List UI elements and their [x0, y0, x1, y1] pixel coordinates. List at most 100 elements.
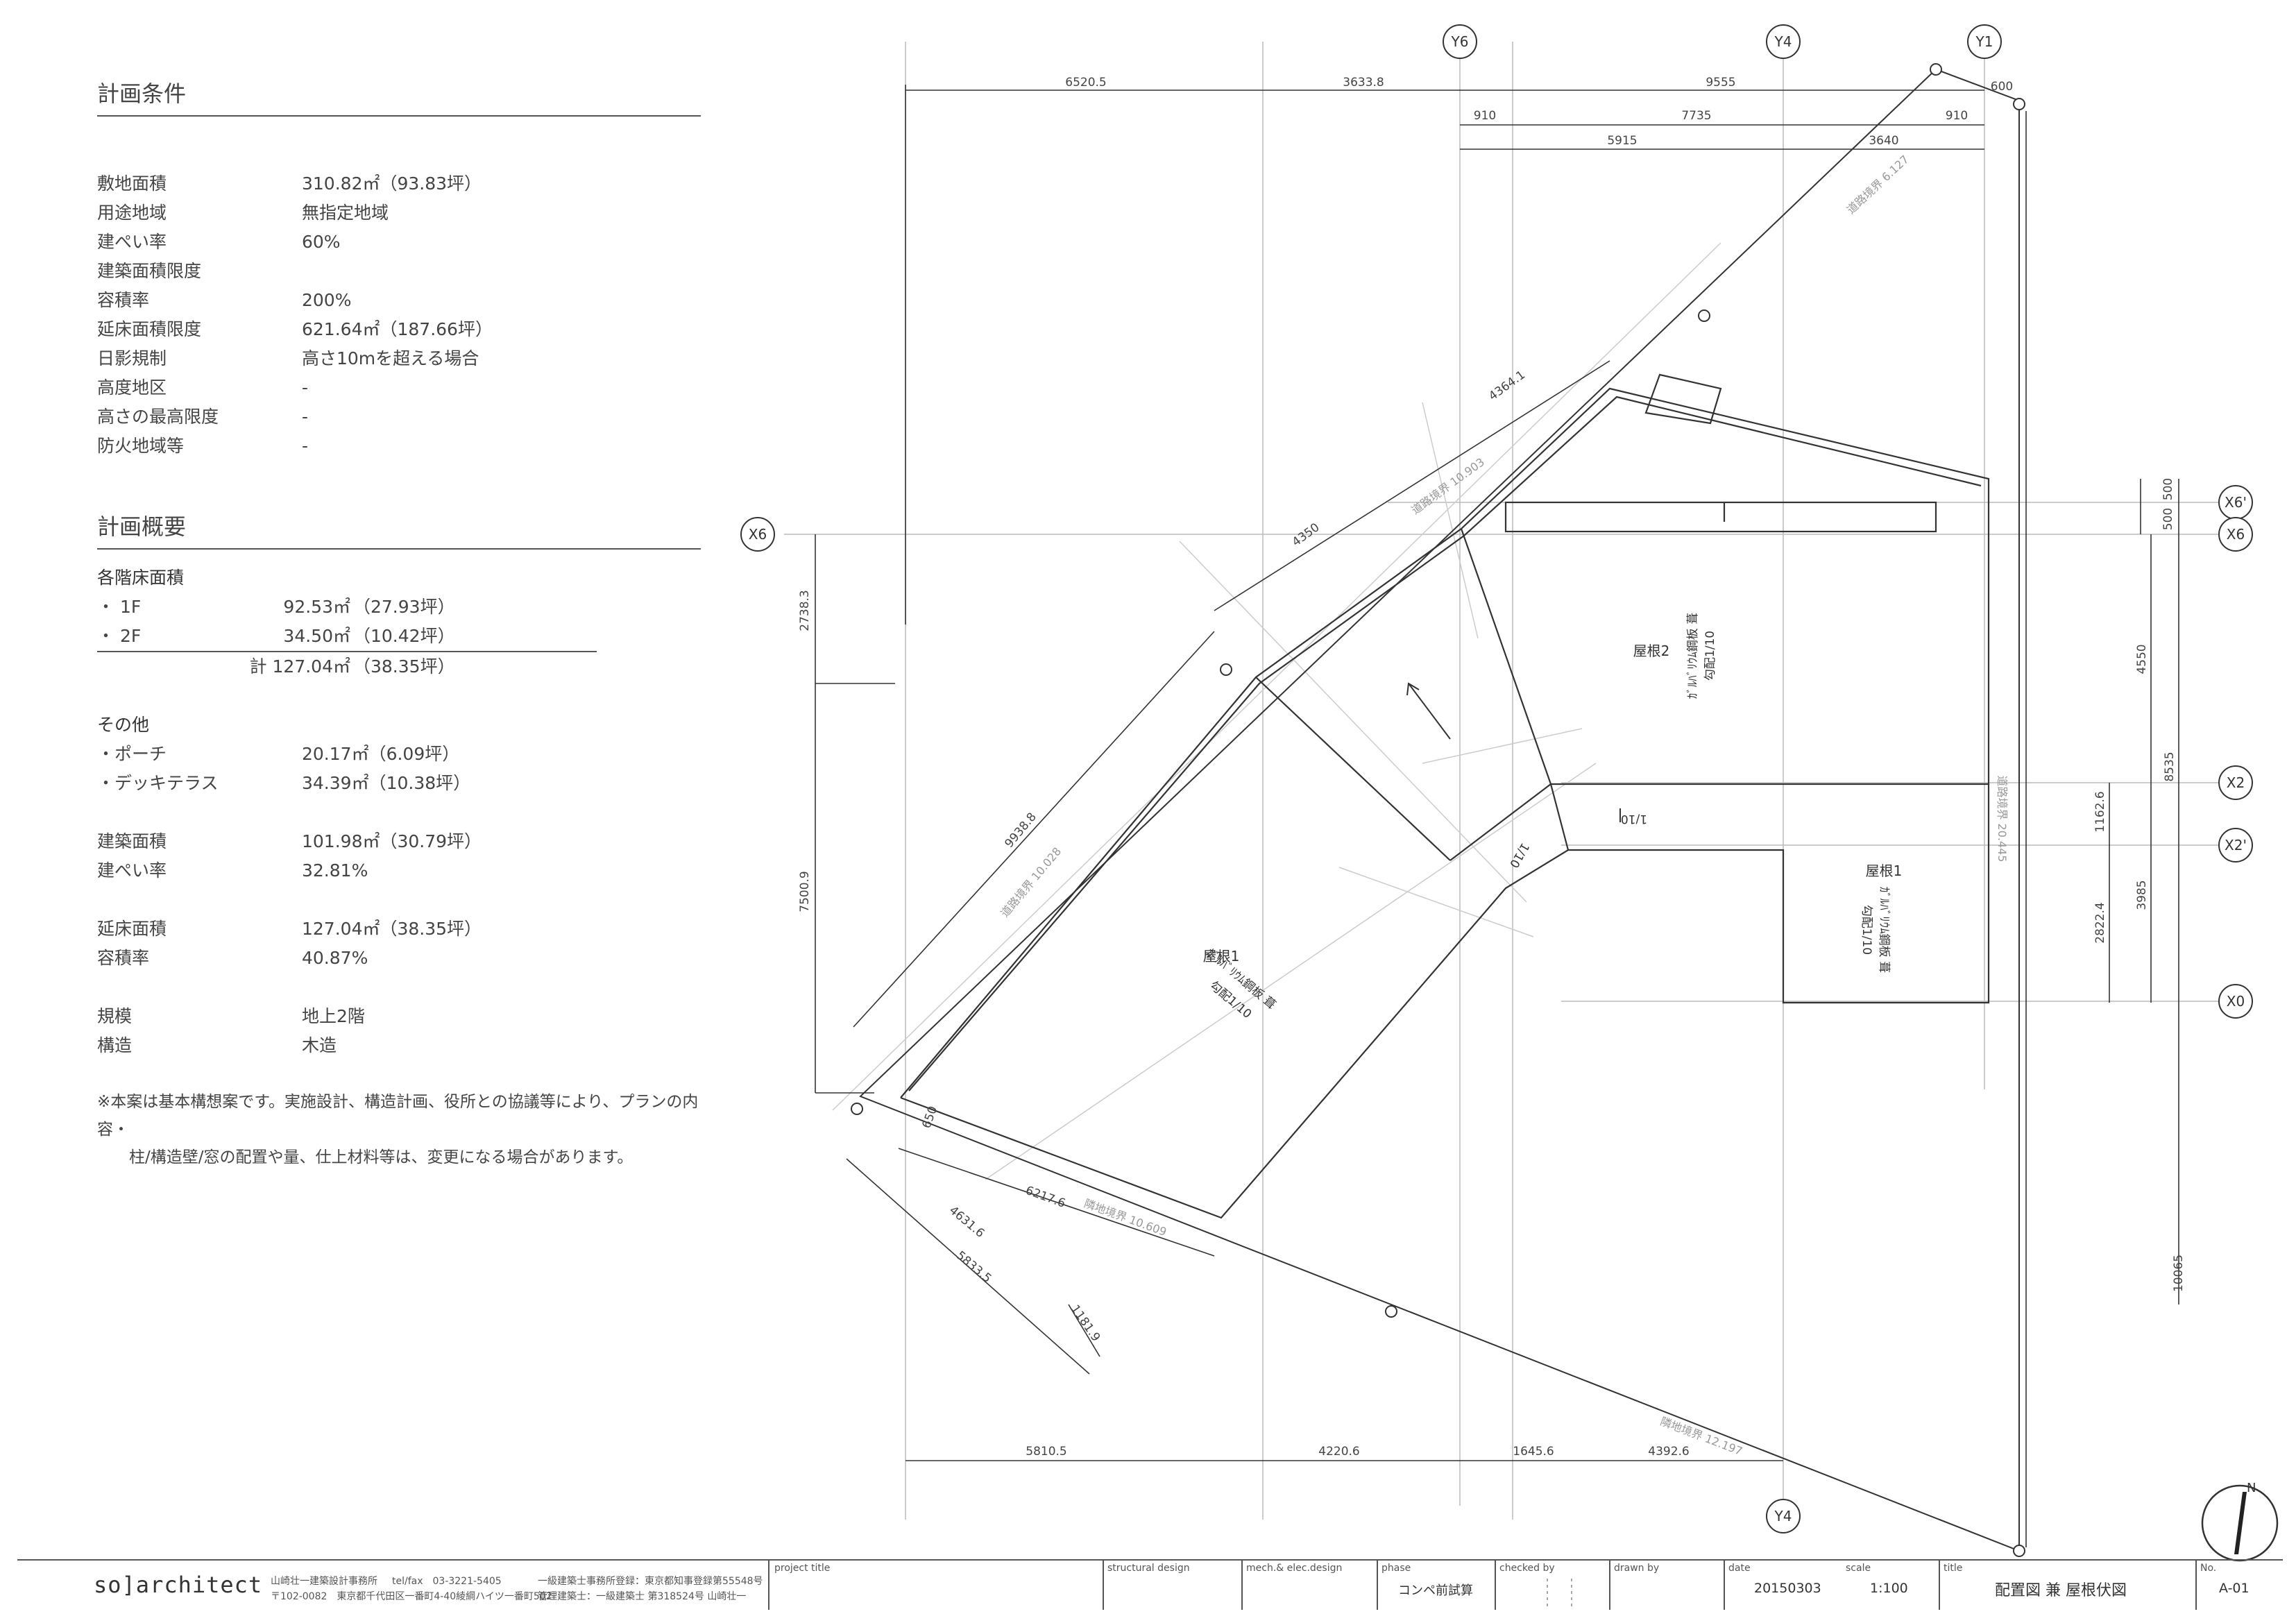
dim-6217: 6217.6: [1023, 1184, 1067, 1211]
structural-label: structural design: [1107, 1563, 1190, 1574]
roof1b-slope: 勾配1/10: [1860, 905, 1873, 955]
adjacent-boundary-10609: 隣地境界 10.609: [1082, 1197, 1168, 1239]
dimension-lines: [815, 85, 2179, 1547]
dim-3640: 3640: [1869, 134, 1898, 148]
dim-600: 600: [1991, 80, 2013, 94]
grid-bubbles: [740, 24, 2253, 1533]
office-address: 〒102-0082 東京都千代田区一番町4-40綾綱ハイツ一番町502: [271, 1591, 552, 1602]
grid-y4-top: Y4: [1774, 33, 1792, 50]
roof1b-name: 屋根1: [1866, 863, 1903, 879]
grid-x6p: X6': [2225, 494, 2247, 511]
north-label: N: [2247, 1481, 2256, 1495]
office-name: 山崎壮一建築設計事務所: [271, 1576, 377, 1587]
checked-label: checked by: [1499, 1563, 1555, 1574]
dim-1162: 1162.6: [2093, 791, 2107, 832]
roof1b-spec: ｶﾞﾙﾊﾞﾘｳﾑ鋼板 葺: [1877, 887, 1891, 973]
floor-1f-row: ・ 1F 92.53㎡ （27.93坪）: [97, 597, 455, 617]
roof-outline: [900, 373, 1990, 1219]
condition-row: 高度地区-: [97, 377, 309, 398]
phase-value: コンペ前試算: [1398, 1583, 1473, 1598]
dim-9938: 9938.8: [1002, 810, 1039, 851]
dim-500-a: 500: [2161, 478, 2175, 500]
title-label: title: [1944, 1563, 1963, 1574]
condition-row: 日影規制高さ10mを超える場合: [97, 348, 479, 368]
dim-1645: 1645.6: [1513, 1445, 1554, 1459]
dim-6520: 6520.5: [1065, 76, 1106, 90]
condition-row: 防火地域等-: [97, 436, 309, 456]
structure-row: 構造木造: [97, 1035, 337, 1055]
north-arrow-icon: N: [2201, 1481, 2279, 1562]
dim-5833: 5833.5: [953, 1248, 994, 1286]
summary-title: 計画概要: [97, 509, 701, 550]
grid-x2: X2: [2227, 774, 2245, 791]
logo: so]architect: [94, 1572, 263, 1598]
dim-500-b: 500: [2161, 508, 2175, 530]
slope-arrows: [1406, 682, 1621, 822]
floor-total-row: 計 127.04㎡ （38.35坪）: [249, 656, 455, 677]
dim-5915: 5915: [1607, 134, 1637, 148]
boundary-texts: 道路境界 6.127 道路境界 10.903 道路境界 10.028 隣地境界 …: [998, 153, 2009, 1458]
phase-label: phase: [1381, 1563, 1411, 1574]
dim-4392: 4392.6: [1648, 1445, 1689, 1459]
title-block-frame: [17, 1559, 2283, 1610]
roof1a-name: 屋根1: [1203, 948, 1240, 965]
dimension-texts: 6520.5 3633.8 9555 910 7735 910 5915 364…: [798, 76, 2186, 1459]
road-boundary-10028: 道路境界 10.028: [998, 844, 1064, 919]
dim-1181: 1181.9: [1068, 1302, 1103, 1344]
slope-label-b: 1/10: [1506, 840, 1531, 870]
scale-value: 1:100: [1870, 1581, 1908, 1596]
site-boundary: [859, 69, 2020, 1552]
dim-5810: 5810.5: [1026, 1445, 1066, 1459]
dim-910-right: 910: [1946, 109, 1968, 123]
dim-7735: 7735: [1681, 109, 1711, 123]
grid-x2p: X2': [2225, 837, 2247, 853]
registration-2: 管理建築士：一級建築士 第318524号 山崎壮一: [538, 1591, 747, 1602]
condition-row: 建築面積限度: [97, 261, 202, 281]
dim-910-left: 910: [1474, 109, 1496, 123]
road-boundary-6127: 道路境界 6.127: [1844, 153, 1912, 216]
dim-2738: 2738.3: [798, 590, 812, 631]
no-label: No.: [2200, 1563, 2217, 1574]
road-boundary-20445: 道路境界 20.445: [1996, 775, 2009, 862]
dim-3985: 3985: [2135, 880, 2149, 910]
grid-y4-bottom: Y4: [1774, 1508, 1792, 1524]
slope-label-a: 1/10: [1621, 812, 1647, 826]
grid-bubble-labels: Y6 Y4 Y1 Y4 X6 X6' X6 X2 X2' X0: [749, 33, 2247, 1524]
dim-4550: 4550: [2135, 644, 2149, 674]
office-tel: tel/fax 03-3221-5405: [392, 1576, 502, 1587]
title-block-dashed: [1547, 1579, 1572, 1610]
mech-label: mech.& elec.design: [1246, 1563, 1343, 1574]
dim-8535: 8535: [2163, 751, 2177, 781]
dim-10065: 10065: [2172, 1255, 2186, 1292]
conditions-title: 計画条件: [97, 76, 701, 117]
no-value: A-01: [2219, 1581, 2250, 1596]
dim-7500: 7500.9: [798, 871, 812, 912]
dim-4220: 4220.6: [1318, 1445, 1359, 1459]
disclaimer-note: ※本案は基本構想案です。実施設計、構造計画、役所との協議等により、プランの内容・…: [97, 1093, 699, 1166]
registration-1: 一級建築士事務所登録：東京都知事登録第55548号: [538, 1576, 763, 1587]
boundary-markers: [851, 63, 2025, 1557]
grid-y1: Y1: [1975, 33, 1993, 50]
grid-x0: X0: [2227, 993, 2245, 1010]
condition-row: 高さの最高限度-: [97, 407, 309, 427]
floor-area-label: 各階床面積: [97, 568, 185, 588]
dim-9555: 9555: [1706, 76, 1735, 90]
dim-3633: 3633.8: [1343, 76, 1384, 90]
grid-y6: Y6: [1451, 33, 1469, 50]
roof2-name: 屋根2: [1633, 643, 1670, 659]
grid-x6-right: X6: [2227, 526, 2245, 543]
roof2-slope: 勾配1/10: [1703, 631, 1717, 681]
scale-row: 規模地上2階: [97, 1006, 365, 1026]
roof2-spec: ｶﾞﾙﾊﾞﾘｳﾑ鋼板 葺: [1686, 613, 1700, 699]
condition-row: 用途地域無指定地域: [97, 203, 389, 223]
other-label: その他: [97, 715, 150, 735]
floor-2f-row: ・ 2F 34.50㎡ （10.42坪）: [97, 622, 597, 652]
